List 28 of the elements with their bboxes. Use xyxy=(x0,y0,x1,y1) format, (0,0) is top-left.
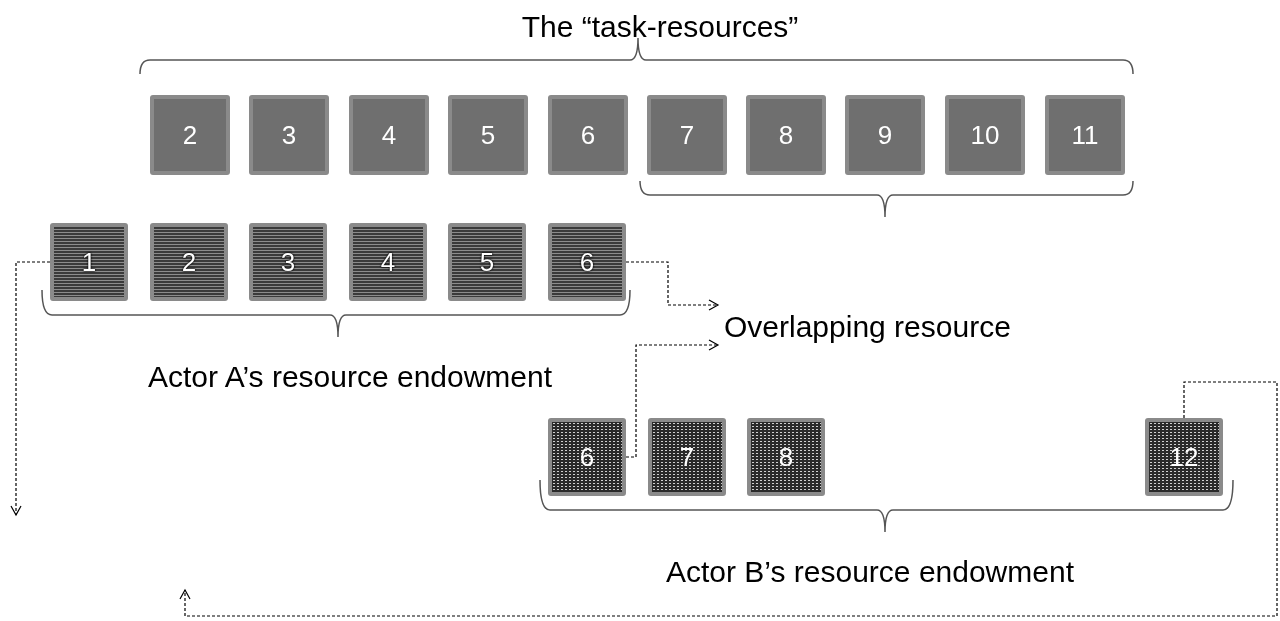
resource-box: 4 xyxy=(349,95,429,175)
resource-box: 11 xyxy=(1045,95,1125,175)
resource-box: 2 xyxy=(150,223,228,301)
dashed-arrow xyxy=(10,261,51,516)
resource-box: 8 xyxy=(746,95,826,175)
resource-box: 8 xyxy=(747,418,825,496)
resource-box: 3 xyxy=(249,223,327,301)
group-caption: Actor B’s resource endowment xyxy=(666,557,1074,587)
dashed-arrow xyxy=(625,339,719,458)
resource-box: 1 xyxy=(50,223,128,301)
resource-box: 5 xyxy=(448,223,526,301)
resource-box: 6 xyxy=(548,95,628,175)
group-caption: Actor A’s resource endowment xyxy=(147,362,553,392)
overlap-label: Overlapping resource xyxy=(724,312,1084,344)
resource-box: 6 xyxy=(548,418,626,496)
dashed-arrow xyxy=(179,381,1278,617)
resource-box: 10 xyxy=(945,95,1025,175)
group-title: The “task-resources” xyxy=(521,12,799,42)
resource-box: 7 xyxy=(647,95,727,175)
resource-box: 9 xyxy=(845,95,925,175)
resource-box: 5 xyxy=(448,95,528,175)
resource-box: 12 xyxy=(1145,418,1223,496)
resource-box: 4 xyxy=(349,223,427,301)
resource-box: 7 xyxy=(648,418,726,496)
resource-box: 6 xyxy=(548,223,626,301)
resource-box: 2 xyxy=(150,95,230,175)
resource-box: 3 xyxy=(249,95,329,175)
dashed-arrow xyxy=(625,261,719,311)
